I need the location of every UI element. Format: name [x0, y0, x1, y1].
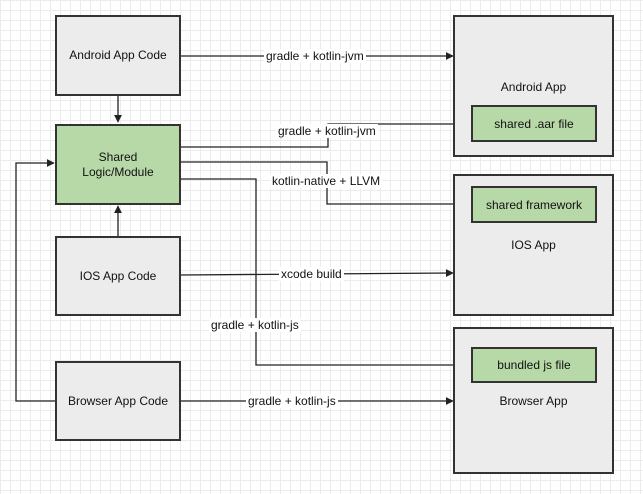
- android-app-label: Android App: [500, 80, 567, 94]
- framework-node: shared framework: [471, 186, 597, 223]
- edge-label-ios-to-app: xcode build: [279, 267, 344, 281]
- shared-module-label: Shared Logic/Module: [82, 149, 154, 179]
- edge-label-android-to-app: gradle + kotlin-jvm: [264, 49, 366, 63]
- ios-code-label: IOS App Code: [79, 268, 157, 283]
- edge-label-browser-to-app: gradle + kotlin-js: [246, 394, 338, 408]
- edge-label-shared-to-framework: kotlin-native + LLVM: [270, 174, 383, 188]
- js-file-node: bundled js file: [471, 347, 597, 383]
- android-code-node: Android App Code: [55, 15, 181, 96]
- edge-shared-to-js: [181, 178, 472, 369]
- framework-label: shared framework: [485, 197, 583, 212]
- edge-browser-to-shared: [15, 159, 55, 402]
- edge-label-shared-to-aar: gradle + kotlin-jvm: [276, 124, 378, 138]
- shared-module-node: Shared Logic/Module: [55, 124, 181, 205]
- browser-code-node: Browser App Code: [55, 361, 181, 441]
- browser-code-label: Browser App Code: [67, 393, 169, 408]
- js-file-label: bundled js file: [497, 358, 571, 372]
- edge-label-shared-to-js: gradle + kotlin-js: [209, 318, 301, 332]
- android-code-label: Android App Code: [69, 48, 167, 62]
- aar-file-node: shared .aar file: [471, 105, 597, 142]
- ios-app-label: IOS App: [511, 238, 556, 252]
- browser-app-label: Browser App: [499, 394, 568, 408]
- ios-code-node: IOS App Code: [55, 236, 181, 316]
- aar-file-label: shared .aar file: [494, 116, 574, 131]
